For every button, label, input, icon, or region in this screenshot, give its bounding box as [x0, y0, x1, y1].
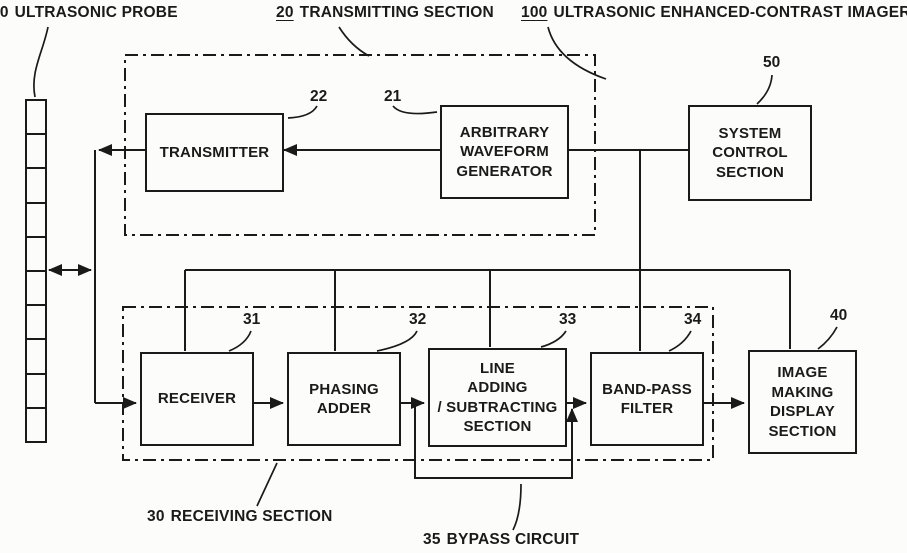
block-display-label: IMAGE MAKING DISPLAY SECTION [768, 364, 837, 440]
block-receiver: RECEIVER [140, 352, 254, 446]
label-probe-num: 10 [0, 4, 9, 21]
ref-21-awg: 21 [384, 88, 402, 105]
label-transmitting-text: TRANSMITTING SECTION [299, 4, 494, 21]
probe-element [27, 304, 45, 338]
label-probe-text: ULTRASONIC PROBE [14, 4, 178, 21]
ref-50-system-control: 50 [763, 54, 781, 71]
leader-50-system-control [756, 74, 773, 105]
ultrasonic-probe [25, 99, 47, 443]
leader-20-transmitting [338, 26, 370, 57]
leader-10-probe [33, 26, 49, 98]
label-bypass-num: 35 [423, 531, 441, 548]
label-bypass-circuit: 35 BYPASS CIRCUIT [423, 531, 579, 549]
leader-22-transmitter [287, 105, 318, 119]
block-phasing-adder-label: PHASING ADDER [309, 380, 379, 418]
probe-element [27, 133, 45, 167]
block-transmitter: TRANSMITTER [145, 113, 284, 192]
label-transmitting-num: 20 [276, 4, 294, 21]
probe-element [27, 270, 45, 304]
leader-21-awg [392, 105, 438, 115]
label-imager: 100 ULTRASONIC ENHANCED-CONTRAST IMAGER [521, 4, 907, 22]
ref-34-band-pass: 34 [684, 311, 702, 328]
block-phasing-adder: PHASING ADDER [287, 352, 401, 446]
leader-40-display [817, 326, 838, 350]
block-image-making-display: IMAGE MAKING DISPLAY SECTION [748, 350, 857, 454]
leader-31-receiver [228, 330, 252, 352]
receiving-section-dashed-box [122, 306, 714, 461]
block-scs-label: SYSTEM CONTROL SECTION [712, 124, 788, 181]
block-arbitrary-waveform-generator: ARBITRARY WAVEFORM GENERATOR [440, 105, 569, 199]
leader-34-bandpass [668, 330, 692, 352]
probe-element [27, 101, 45, 133]
probe-element [27, 235, 45, 270]
wire-bypass-circuit [414, 403, 578, 479]
probe-element [27, 338, 45, 372]
ref-32-phasing-adder: 32 [409, 311, 427, 328]
block-receiver-label: RECEIVER [157, 390, 237, 408]
label-transmitting-section: 20 TRANSMITTING SECTION [276, 4, 494, 22]
ref-33-line-adding: 33 [559, 311, 577, 328]
label-ultrasonic-probe: 10 ULTRASONIC PROBE [0, 4, 178, 22]
leader-30-receiving [256, 462, 278, 507]
leader-33-lineadding [540, 330, 567, 348]
label-imager-num: 100 [521, 4, 548, 21]
ref-22-transmitter: 22 [310, 88, 328, 105]
signal-wires [48, 144, 791, 479]
label-bypass-text: BYPASS CIRCUIT [446, 531, 580, 548]
block-transmitter-label: TRANSMITTER [159, 143, 270, 161]
transmitting-section-dashed-box [124, 54, 596, 236]
block-bandpass-label: BAND-PASS FILTER [602, 380, 692, 418]
ref-31-receiver: 31 [243, 311, 261, 328]
block-line-adding-label: LINE ADDING / SUBTRACTING SECTION [437, 359, 558, 436]
ref-40-display: 40 [830, 307, 848, 324]
block-awg-label: ARBITRARY WAVEFORM GENERATOR [456, 123, 553, 180]
block-line-adding-subtracting: LINE ADDING / SUBTRACTING SECTION [428, 348, 567, 447]
label-receiving-section: 30 RECEIVING SECTION [147, 508, 333, 526]
leader-lines [33, 26, 838, 531]
probe-element [27, 167, 45, 201]
block-system-control-section: SYSTEM CONTROL SECTION [688, 105, 812, 201]
probe-element [27, 372, 45, 407]
probe-element [27, 201, 45, 236]
label-receiving-text: RECEIVING SECTION [170, 508, 333, 525]
leader-35-bypass [512, 483, 522, 531]
label-imager-text: ULTRASONIC ENHANCED-CONTRAST IMAGER [553, 4, 907, 21]
leader-32-phasing [376, 330, 418, 352]
label-receiving-num: 30 [147, 508, 165, 525]
block-band-pass-filter: BAND-PASS FILTER [590, 352, 704, 446]
probe-element [27, 406, 45, 441]
leader-100-imager [547, 26, 607, 80]
